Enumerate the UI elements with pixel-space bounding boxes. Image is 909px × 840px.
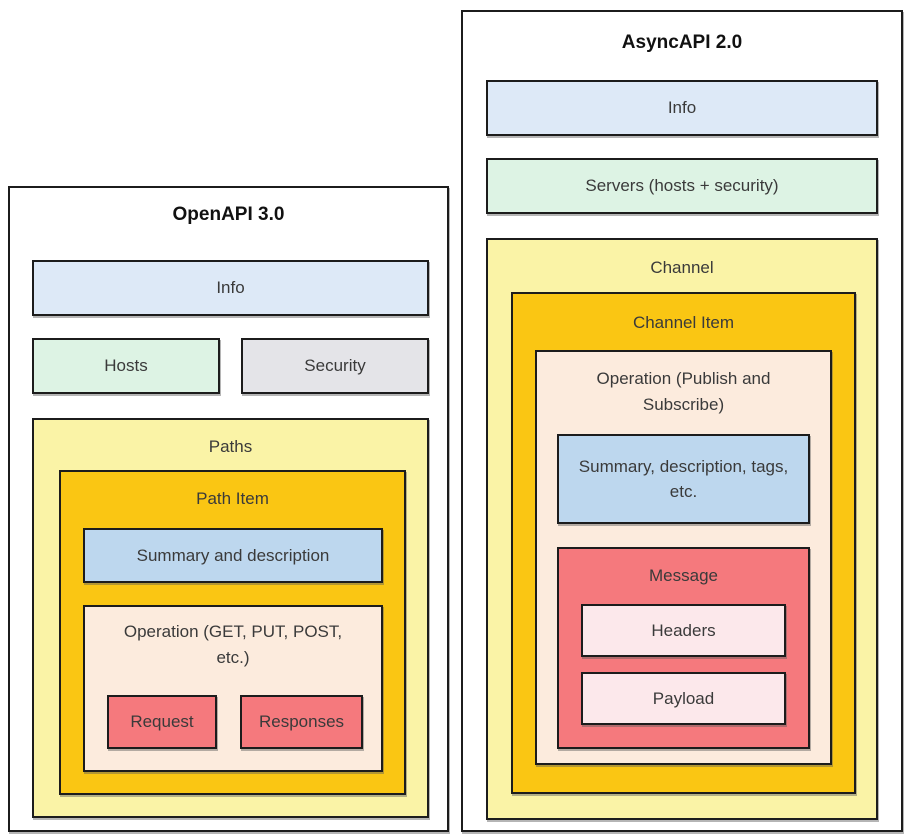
- channel-box: Channel Channel Item Operation (Publish …: [486, 238, 878, 820]
- asyncapi-servers-box: Servers (hosts + security): [486, 158, 878, 214]
- responses-label: Responses: [258, 712, 345, 732]
- path-item-box: Path Item Summary and description Operat…: [59, 470, 406, 795]
- asyncapi-operation-box: Operation (Publish and Subscribe) Summar…: [535, 350, 832, 765]
- openapi-operation-box: Operation (GET, PUT, POST, etc.) Request…: [83, 605, 383, 772]
- headers-label: Headers: [651, 620, 716, 640]
- asyncapi-info-box: Info: [486, 80, 878, 136]
- openapi-operation-label: Operation (GET, PUT, POST, etc.): [123, 622, 343, 667]
- payload-label: Payload: [652, 688, 715, 708]
- asyncapi-info-label: Info: [667, 98, 697, 118]
- paths-label: Paths: [208, 437, 253, 456]
- openapi-info-label: Info: [216, 278, 245, 298]
- channel-label: Channel: [650, 258, 714, 277]
- asyncapi-summary-box: Summary, description, tags, etc.: [557, 434, 810, 524]
- channel-item-label: Channel Item: [632, 313, 735, 332]
- openapi-panel: OpenAPI 3.0 Info Hosts Security Paths Pa…: [8, 186, 449, 832]
- channel-item-box: Channel Item Operation (Publish and Subs…: [511, 292, 856, 794]
- responses-box: Responses: [240, 695, 363, 749]
- openapi-hosts-label: Hosts: [104, 356, 148, 376]
- openapi-paths-box: Paths Path Item Summary and description …: [32, 418, 429, 818]
- headers-box: Headers: [581, 604, 786, 657]
- asyncapi-panel: AsyncAPI 2.0 Info Servers (hosts + secur…: [461, 10, 903, 832]
- openapi-security-label: Security: [304, 356, 366, 376]
- asyncapi-operation-label: Operation (Publish and Subscribe): [596, 369, 771, 414]
- message-box: Message Headers Payload: [557, 547, 810, 749]
- openapi-security-box: Security: [241, 338, 429, 394]
- asyncapi-servers-label: Servers (hosts + security): [585, 176, 779, 196]
- payload-box: Payload: [581, 672, 786, 725]
- request-label: Request: [130, 712, 194, 732]
- summary-description-box: Summary and description: [83, 528, 383, 583]
- openapi-hosts-box: Hosts: [32, 338, 220, 394]
- summary-description-label: Summary and description: [136, 545, 330, 565]
- asyncapi-summary-label: Summary, description, tags, etc.: [578, 456, 789, 502]
- openapi-title: OpenAPI 3.0: [172, 204, 285, 225]
- openapi-info-box: Info: [32, 260, 429, 316]
- asyncapi-title: AsyncAPI 2.0: [621, 32, 743, 53]
- path-item-label: Path Item: [196, 489, 269, 508]
- request-box: Request: [107, 695, 217, 749]
- message-label: Message: [649, 566, 718, 585]
